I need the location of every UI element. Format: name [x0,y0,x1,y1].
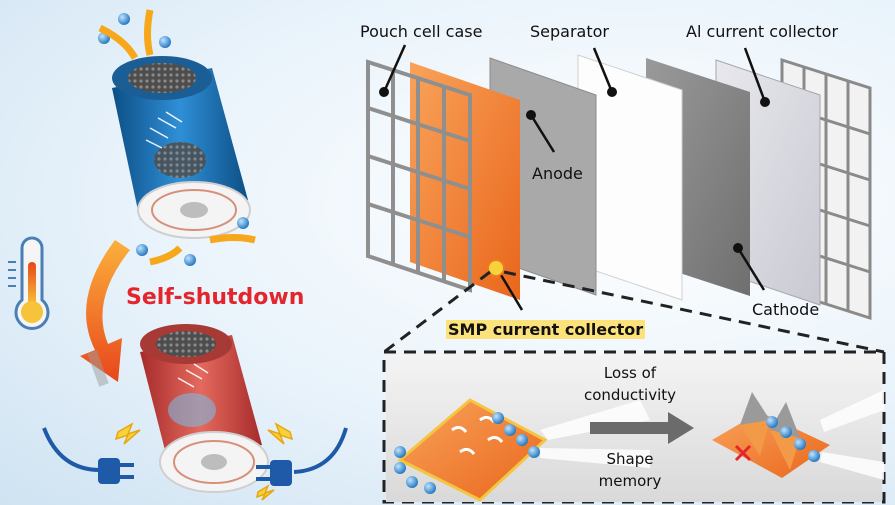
smp-current-collector-label: SMP current collector [446,320,646,339]
smp-highlight-dot [487,259,505,277]
ions-flat [394,412,540,494]
transition-arrow [590,412,694,444]
smp-collector-layer [410,62,520,300]
spark-icon [114,422,294,501]
cathode-label: Cathode [752,300,820,319]
loss-of-conductivity-label: Loss of conductivity [583,364,677,404]
ions-folded [766,416,820,462]
shutdown-arrow [80,240,130,382]
plug-icon [42,427,134,484]
plug-icon [256,427,348,486]
pouch-cell-case-label: Pouch cell case [360,22,483,41]
al-current-collector-label: Al current collector [686,22,839,41]
smp-sheet-folded [712,392,830,478]
ion-flow-top [98,9,256,266]
thermometer-icon [8,236,50,330]
self-shutdown-label: Self-shutdown [126,285,305,310]
separator-label: Separator [530,22,609,41]
cross-mark-icon [734,444,752,462]
battery-normal [112,56,251,239]
shape-memory-label: Shape memory [598,450,662,490]
anode-label: Anode [532,164,583,183]
pouch-case-front [366,59,472,293]
battery-heated [140,324,269,493]
leader-lines [382,44,767,311]
